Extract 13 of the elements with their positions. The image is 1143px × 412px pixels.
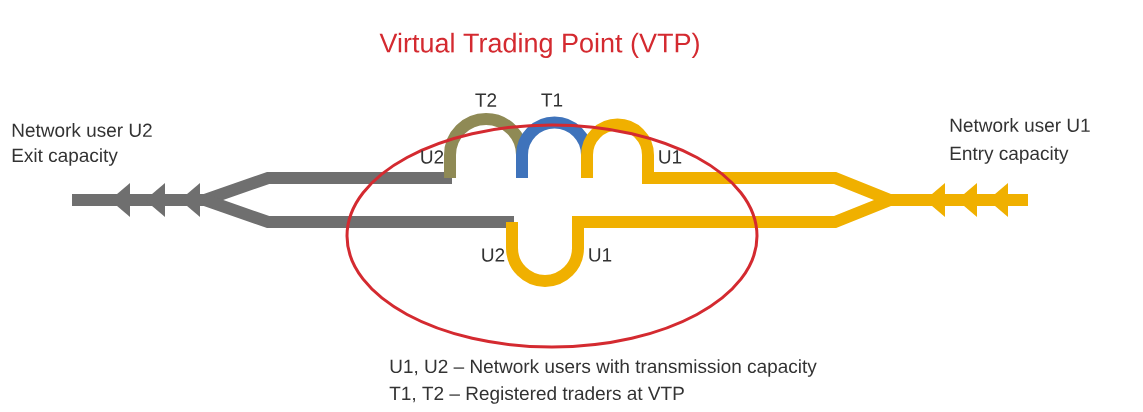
user-tag: U1 xyxy=(589,248,612,262)
user-label: Network user U2 xyxy=(12,123,152,137)
capacity-label: Entry capacity xyxy=(950,146,1069,164)
note-text: T1, T2 – Registered traders at VTP xyxy=(389,386,684,404)
heading: Virtual Trading Point (VTP) xyxy=(379,32,699,58)
trader-label: T1 xyxy=(541,93,563,107)
vtp-ellipse xyxy=(345,123,759,349)
capacity-label: Exit capacity xyxy=(12,148,118,166)
user-tag: U2 xyxy=(482,248,505,262)
user-tag: U1 xyxy=(659,150,682,164)
trader-label: T2 xyxy=(475,93,497,107)
user-tag: U2 xyxy=(421,150,444,164)
user-label: Network user U1 xyxy=(950,118,1090,132)
